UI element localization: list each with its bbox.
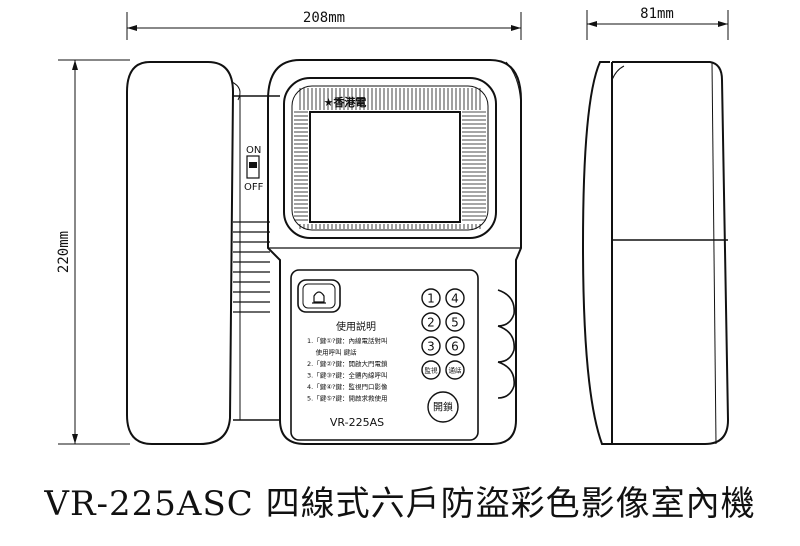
height-dimension: [58, 59, 130, 445]
key-2-button-label: 2: [427, 315, 435, 329]
cradle-body: [233, 95, 280, 421]
key-4-button-label: 4: [451, 291, 459, 305]
side-view: [581, 61, 730, 445]
switch-off-label: OFF: [244, 182, 264, 193]
instruction-line: 使用呼叫 鍵話: [307, 348, 357, 357]
call-button[interactable]: [297, 279, 341, 313]
instruction-line: 4.「鍵④?鍵：監視門口影像: [307, 382, 388, 391]
unlock-button-label: 開鎖: [433, 401, 453, 414]
instructions-list: 1.「鍵①?鍵：內線電話對叫 使用呼叫 鍵話 2.「鍵②?鍵：開啟大門電鎖 3.「鍵…: [307, 336, 388, 403]
bell-icon: [313, 291, 325, 303]
instruction-line: 3.「鍵③?鍵：全體內線呼叫: [307, 371, 387, 380]
switch-on-label: ON: [246, 145, 261, 156]
width-label: 208mm: [303, 10, 345, 26]
video-screen: [309, 111, 461, 223]
key-6-button[interactable]: [445, 336, 465, 356]
width-dimension: [126, 12, 522, 40]
instruction-line: 2.「鍵②?鍵：開啟大門電鎖: [307, 359, 388, 368]
key-1-button-label: 1: [427, 291, 435, 305]
control-panel: [290, 269, 479, 441]
height-label: 220mm: [56, 231, 72, 273]
key-3-button-label: 3: [427, 339, 435, 353]
handset: [126, 61, 241, 445]
depth-dimension: [586, 10, 729, 40]
on-off-switch[interactable]: [246, 155, 260, 179]
key-5-button-label: 5: [451, 315, 459, 329]
key-2-button[interactable]: [421, 312, 441, 332]
brand-label: ★香港電: [324, 95, 367, 109]
instruction-line: 5.「鍵⑤?鍵：開啟求救使用: [307, 394, 387, 403]
monitor-button[interactable]: [421, 360, 441, 380]
talk-button-label: 通話: [449, 365, 463, 374]
instruction-line: 1.「鍵①?鍵：內線電話對叫: [307, 336, 387, 345]
caption: VR-225ASC 四線式六戶防盜彩色影像室內機: [44, 484, 756, 524]
key-5-button[interactable]: [445, 312, 465, 332]
screen-bezel: [283, 77, 497, 239]
key-4-button[interactable]: [445, 288, 465, 308]
unlock-button[interactable]: [427, 391, 459, 423]
side-buttons: [497, 289, 515, 399]
key-3-button[interactable]: [421, 336, 441, 356]
depth-label: 81mm: [640, 6, 674, 22]
main-body: [267, 59, 522, 445]
key-6-button-label: 6: [451, 339, 459, 353]
key-1-button[interactable]: [421, 288, 441, 308]
model-label: VR-225AS: [330, 416, 384, 429]
instructions-title: 使用説明: [336, 320, 376, 333]
monitor-button-label: 監視: [425, 365, 439, 374]
talk-button[interactable]: [445, 360, 465, 380]
